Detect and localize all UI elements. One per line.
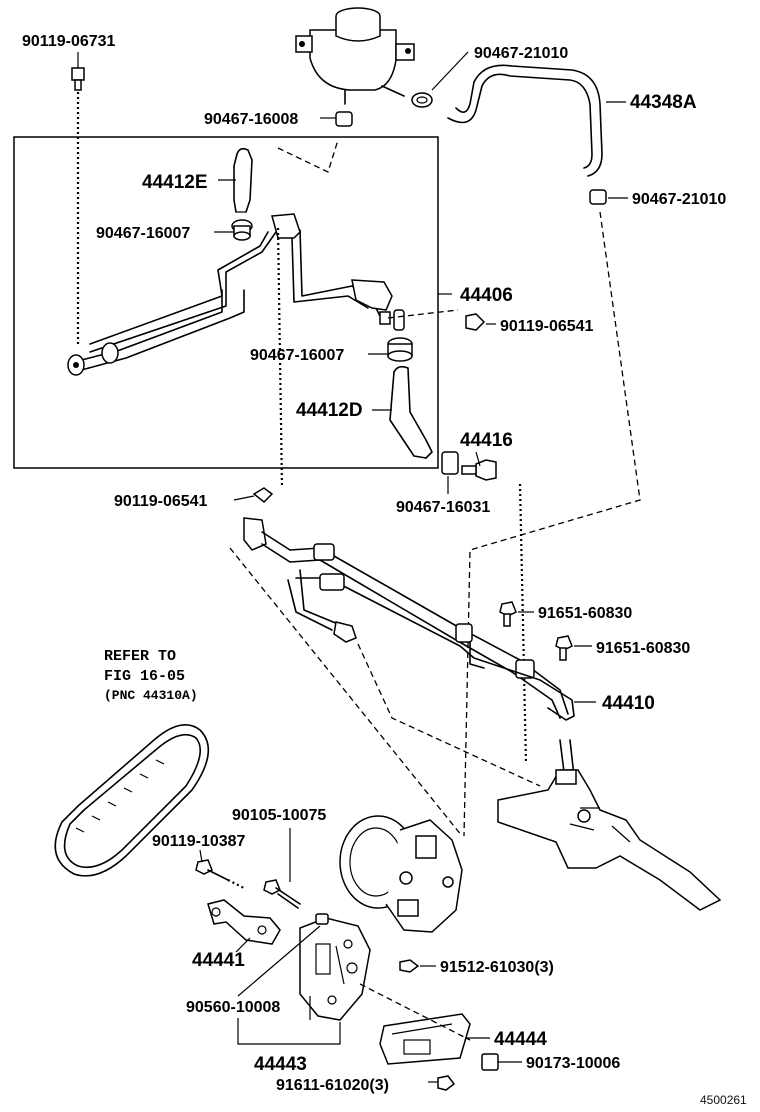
hose-clamp-right: [589, 189, 607, 205]
part-label-90467-16007-lower: 90467-16007: [250, 347, 344, 364]
part-label-90467-16031: 90467-16031: [396, 499, 490, 516]
spacer-90560-10008: [315, 913, 329, 925]
bolt-90119-06731: [71, 67, 85, 91]
hose-44412e: [233, 147, 253, 213]
reservoir-tank: [295, 7, 415, 105]
hose-clamp-16007-upper: [231, 219, 253, 241]
bolt-90119-06541-left: [252, 487, 274, 504]
hose-clamp-top: [411, 92, 433, 108]
part-label-90467-21010-top: 90467-21010: [474, 45, 568, 62]
union-bolt-44416: [441, 451, 497, 481]
part-label-91611-61020: 91611-61020(3): [276, 1077, 389, 1094]
part-label-90467-16008: 90467-16008: [204, 111, 298, 128]
part-label-90173-10006: 90173-10006: [526, 1055, 620, 1072]
part-label-90119-10387: 90119-10387: [152, 833, 246, 850]
part-label-44441: 44441: [192, 950, 245, 971]
drive-belt: [54, 724, 210, 877]
part-label-44443: 44443: [254, 1054, 307, 1075]
hose-44348a: [447, 64, 603, 177]
illustration-id: 4500261: [700, 1093, 747, 1107]
part-label-90467-16007-upper: 90467-16007: [96, 225, 190, 242]
bolt-90105-10075: [263, 879, 301, 909]
nut-90173-10006: [481, 1053, 499, 1071]
hose-clamp-16007-lower: [387, 337, 413, 362]
hose-clamp-16008: [335, 111, 353, 127]
part-label-44412d: 44412D: [296, 400, 363, 421]
part-label-90467-21010-right: 90467-21010: [632, 191, 726, 208]
refer-note-line3: (PNC 44310A): [104, 688, 198, 703]
part-label-90119-06541-left: 90119-06541: [114, 493, 208, 510]
bolt-90119-10387: [195, 859, 229, 881]
pressure-tube-44410: [243, 517, 575, 721]
vane-pump: [339, 815, 463, 933]
part-label-91512-61030: 91512-61030(3): [440, 959, 554, 976]
bolt-90119-06541-right: [465, 313, 486, 331]
part-label-44406: 44406: [460, 285, 513, 306]
assembly-group-box: [13, 136, 439, 469]
bolt-91651-60830-a: [499, 601, 517, 627]
bolt-91512-61030: [399, 959, 420, 973]
bolt-91651-60830-b: [555, 635, 573, 661]
leader-lines: [77, 51, 628, 1083]
part-label-90119-06731: 90119-06731: [22, 33, 116, 50]
part-label-91651-60830-b: 91651-60830: [596, 640, 690, 657]
part-label-90119-06541-right: 90119-06541: [500, 318, 594, 335]
part-label-44412e: 44412E: [142, 172, 208, 193]
part-label-44410: 44410: [602, 693, 655, 714]
part-label-90560-10008: 90560-10008: [186, 999, 280, 1016]
pipe-assembly-44406: [67, 213, 405, 376]
steering-gear-box: [497, 739, 722, 911]
bracket-44441: [207, 899, 281, 945]
bolt-91611-61020: [437, 1075, 456, 1091]
refer-note-line2: FIG 16-05: [104, 668, 185, 685]
part-label-90105-10075: 90105-10075: [232, 807, 326, 824]
bracket-44443: [299, 917, 371, 1021]
part-label-44348a: 44348A: [630, 92, 697, 113]
part-label-91651-60830-a: 91651-60830: [538, 605, 632, 622]
part-label-44444: 44444: [494, 1029, 547, 1050]
bracket-44444: [379, 1013, 471, 1065]
part-label-44416: 44416: [460, 430, 513, 451]
refer-note-line1: REFER TO: [104, 648, 176, 665]
hose-44412d: [389, 365, 433, 459]
